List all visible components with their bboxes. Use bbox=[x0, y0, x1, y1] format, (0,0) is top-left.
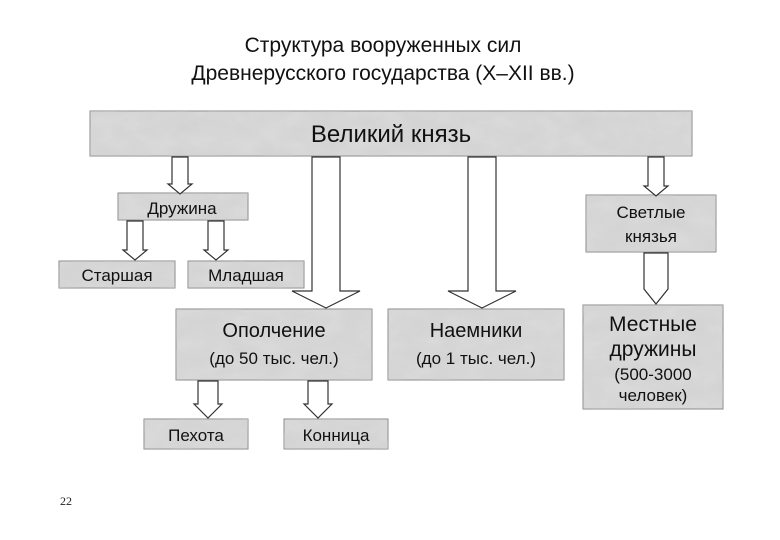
box-senior: Старшая bbox=[58, 260, 176, 289]
arrows bbox=[121, 156, 670, 419]
box-mercenaries: Наемники (до 1 тыс. чел.) bbox=[387, 308, 565, 381]
box-druzhina: Дружина bbox=[117, 192, 249, 221]
label-princes-1: Светлые bbox=[616, 203, 685, 222]
title-line-1: Структура вооруженных сил bbox=[245, 34, 522, 57]
arrow-militia-to-infantry bbox=[192, 380, 224, 419]
label-grand-prince: Великий князь bbox=[311, 121, 471, 148]
arrow-prince-to-druzhina bbox=[166, 156, 194, 195]
box-militia: Ополчение (до 50 тыс. чел.) bbox=[175, 308, 373, 381]
label-senior: Старшая bbox=[81, 266, 152, 285]
slide-number: 22 bbox=[60, 494, 72, 508]
label-princes-2: князья bbox=[625, 227, 677, 246]
arrow-prince-to-militia bbox=[291, 156, 361, 309]
label-militia-1: Ополчение bbox=[222, 320, 325, 342]
title-line-2: Древнерусского государства (X–XII вв.) bbox=[191, 62, 574, 85]
label-local-2: дружины bbox=[610, 338, 697, 361]
label-mercenaries-1: Наемники bbox=[430, 320, 523, 342]
box-local: Местные дружины (500-3000 человек) bbox=[582, 304, 724, 410]
label-cavalry: Конница bbox=[303, 426, 370, 445]
label-local-3: (500-3000 bbox=[614, 365, 692, 384]
label-local-4: человек) bbox=[619, 386, 688, 405]
label-local-1: Местные bbox=[609, 313, 697, 336]
box-princes: Светлые князья bbox=[585, 194, 717, 253]
box-infantry: Пехота bbox=[143, 418, 249, 450]
arrow-prince-to-mercenaries bbox=[447, 156, 517, 309]
label-infantry: Пехота bbox=[168, 426, 224, 445]
arrow-prince-to-princes bbox=[642, 156, 670, 197]
label-militia-2: (до 50 тыс. чел.) bbox=[209, 349, 338, 368]
box-junior: Младшая bbox=[187, 260, 305, 289]
box-grand-prince: Великий князь bbox=[89, 110, 693, 157]
arrow-druzhina-to-senior bbox=[121, 220, 149, 261]
arrow-militia-to-cavalry bbox=[302, 380, 334, 419]
arrow-princes-to-local bbox=[643, 252, 669, 305]
label-druzhina: Дружина bbox=[147, 199, 217, 218]
label-mercenaries-2: (до 1 тыс. чел.) bbox=[416, 349, 536, 368]
arrow-druzhina-to-junior bbox=[202, 220, 230, 261]
box-cavalry: Конница bbox=[283, 418, 389, 450]
label-junior: Младшая bbox=[208, 266, 284, 285]
